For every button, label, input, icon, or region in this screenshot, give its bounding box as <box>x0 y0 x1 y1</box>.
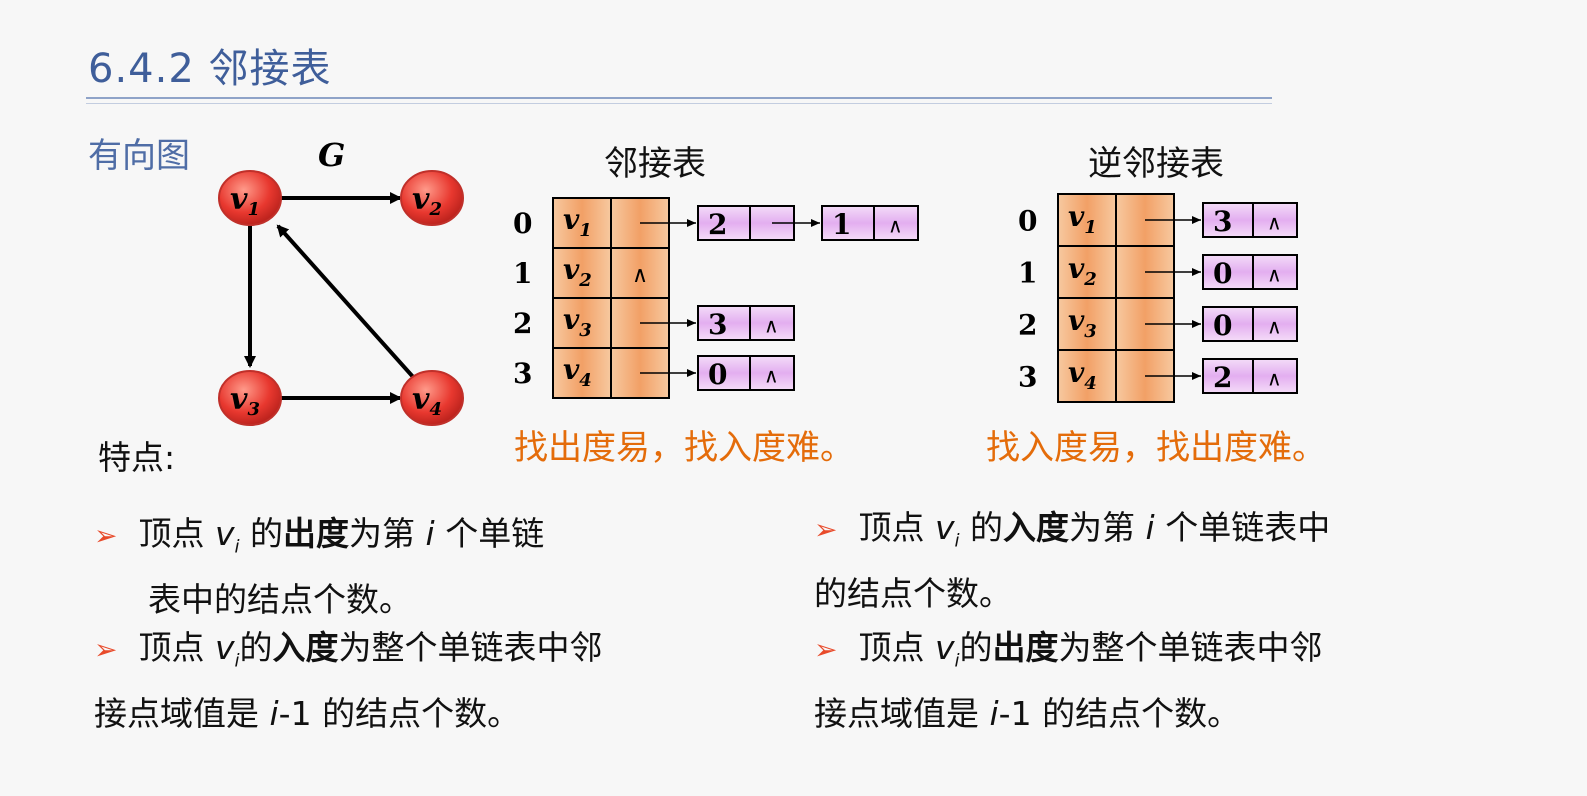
row-index: 3 <box>1018 360 1037 393</box>
graph-node-v2: v2 <box>400 170 464 226</box>
adjvex-field <box>1202 202 1254 238</box>
inverse-adjacency-list-note: 找入度易，找出度难。 <box>986 428 1326 468</box>
list-node: 2∧ <box>1202 358 1298 394</box>
vertex-label: v4 <box>1068 356 1097 394</box>
inverse-adjacency-list-title: 逆邻接表 <box>1088 144 1224 184</box>
feature-right-2: ➢ 顶点 vi的出度为整个单链表中邻 接点域值是 i-1 的结点个数。 <box>814 628 1323 733</box>
vertex-cell <box>552 347 612 399</box>
row-index: 2 <box>513 307 532 340</box>
null-mark: ∧ <box>888 214 903 238</box>
list-node: 0∧ <box>1202 306 1298 342</box>
title-divider <box>86 97 1272 99</box>
row-index: 2 <box>1018 308 1037 341</box>
bullet-arrow-icon: ➢ <box>814 513 838 546</box>
vertex-label: v3 <box>1068 304 1097 342</box>
next-field <box>1252 358 1298 394</box>
adjvex-value: 3 <box>1213 205 1232 238</box>
list-row-1: 1 v2 ∧ <box>513 247 670 299</box>
null-mark: ∧ <box>1267 315 1282 339</box>
graph-node-v4: v4 <box>400 370 464 426</box>
list-node: 0∧ <box>1202 254 1298 290</box>
next-field <box>1252 306 1298 342</box>
vertex-cell <box>552 197 612 249</box>
graph-name: G <box>318 136 345 174</box>
feature-left-2: ➢ 顶点 vi的入度为整个单链表中邻 接点域值是 i-1 的结点个数。 <box>94 628 603 733</box>
vertex-label: v2 <box>563 253 592 291</box>
null-mark: ∧ <box>632 263 648 288</box>
row-index: 1 <box>513 257 532 290</box>
vertex-label: v4 <box>563 353 592 391</box>
section-label-directed-graph: 有向图 <box>88 136 190 176</box>
row-index: 1 <box>1018 256 1037 289</box>
page-title: 6.4.2 邻接表 <box>88 46 332 92</box>
features-label: 特点: <box>98 438 176 477</box>
bullet-arrow-icon: ➢ <box>94 633 118 666</box>
svg-text:v4: v4 <box>412 382 442 420</box>
vertex-label: v1 <box>563 203 592 241</box>
vertex-cell <box>1057 349 1117 403</box>
null-mark: ∧ <box>764 364 779 388</box>
vertex-label: v2 <box>1068 252 1097 290</box>
adjvex-value: 0 <box>1213 309 1232 342</box>
feature-right-1: ➢ 顶点 vi 的入度为第 i 个单链表中 的结点个数。 <box>814 508 1331 613</box>
adjvex-value: 2 <box>1213 361 1232 394</box>
bullet-arrow-icon: ➢ <box>814 633 838 666</box>
adjvex-value: 0 <box>708 358 727 391</box>
null-mark: ∧ <box>764 314 779 338</box>
graph-node-v3: v3 <box>218 370 282 426</box>
directed-graph: G v1 v2 v3 v4 <box>218 136 464 426</box>
null-mark: ∧ <box>1267 211 1282 235</box>
null-mark: ∧ <box>1267 263 1282 287</box>
svg-text:v2: v2 <box>412 182 442 220</box>
list-node: 3∧ <box>1202 202 1298 238</box>
graph-node-v1: v1 <box>218 170 282 226</box>
svg-text:v1: v1 <box>230 182 260 220</box>
adjvex-value: 2 <box>708 208 727 241</box>
next-field <box>873 205 919 241</box>
row-index: 0 <box>1018 204 1037 237</box>
adjvex-value: 1 <box>832 208 851 241</box>
list-node: 0∧ <box>697 355 795 391</box>
vertex-cell <box>1057 193 1117 247</box>
adjacency-list-note: 找出度易，找入度难。 <box>514 428 854 468</box>
null-mark: ∧ <box>1267 367 1282 391</box>
next-field <box>749 355 795 391</box>
vertex-label: v3 <box>563 303 592 341</box>
bullet-arrow-icon: ➢ <box>94 519 118 552</box>
adjvex-value: 3 <box>708 308 727 341</box>
list-node: 2 <box>697 205 795 241</box>
row-index: 0 <box>513 207 532 240</box>
svg-text:v3: v3 <box>230 382 260 420</box>
pointer-cell <box>610 247 670 299</box>
vertex-label: v1 <box>1068 200 1097 238</box>
vertex-cell <box>1057 297 1117 351</box>
next-field <box>1252 254 1298 290</box>
row-index: 3 <box>513 357 532 390</box>
adjvex-field <box>1202 358 1254 394</box>
list-node: 3∧ <box>697 305 795 341</box>
adjvex-field <box>1202 254 1254 290</box>
next-field <box>1252 202 1298 238</box>
title-divider-thin <box>86 103 1272 104</box>
next-field <box>749 305 795 341</box>
edge-v4-v1 <box>276 224 416 380</box>
adjacency-list-title: 邻接表 <box>604 144 706 184</box>
adjvex-field <box>697 355 751 391</box>
list-node: 1∧ <box>821 205 919 241</box>
adjvex-value: 0 <box>1213 257 1232 290</box>
feature-left-1: ➢ 顶点 vi 的出度为第 i 个单链 表中的结点个数。 <box>94 514 545 619</box>
